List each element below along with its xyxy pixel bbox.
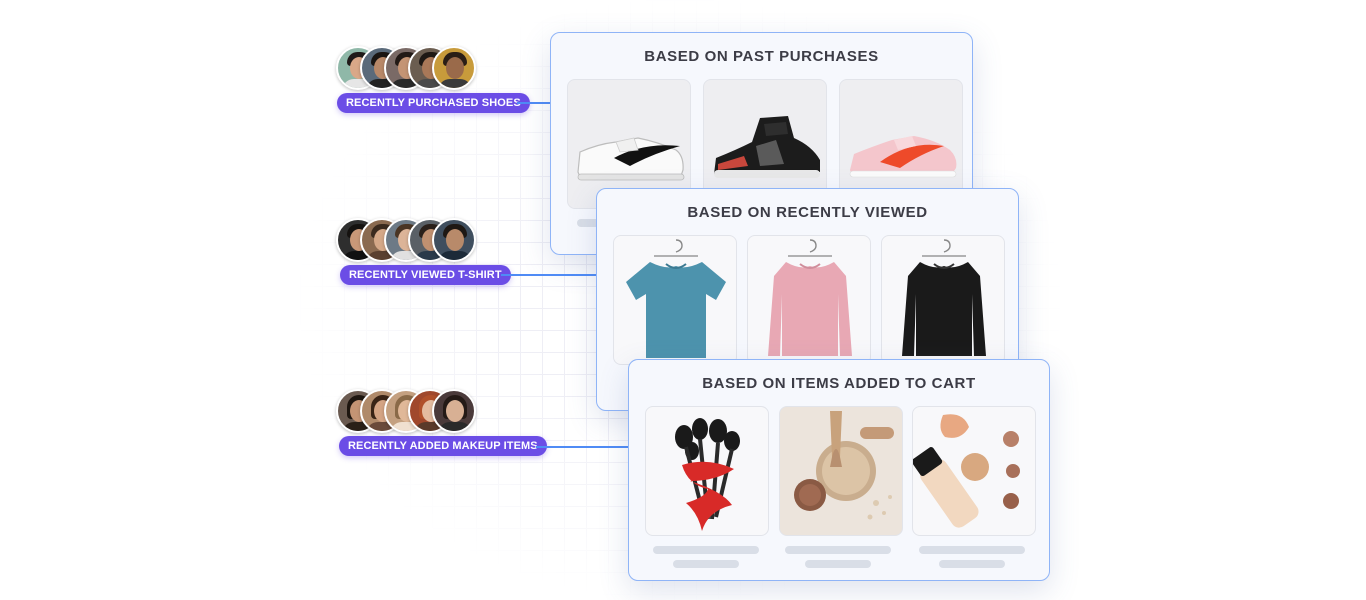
product-tile-pink-sweatshirt[interactable] [747,235,871,365]
product-tile-blue-t-shirt[interactable] [613,235,737,365]
card-title: BASED ON RECENTLY VIEWED [687,204,928,221]
connector-line [501,274,597,276]
recommendation-card-added-to-cart: BASED ON ITEMS ADDED TO CART [628,359,1050,581]
segment-label-pill: RECENTLY VIEWED T-SHIRT [340,265,511,285]
product-tile-black-sweatshirt[interactable] [881,235,1005,365]
product-tile-white-sneaker[interactable] [567,79,691,209]
card-title: BASED ON ITEMS ADDED TO CART [702,375,976,392]
placeholder-bar [673,560,739,568]
product-tile-face-powder[interactable] [779,406,903,536]
avatar [432,218,476,262]
placeholder-bar [939,560,1005,568]
avatar-group-shoes [336,46,476,90]
card-title: BASED ON PAST PURCHASES [644,48,879,65]
product-tile-makeup-brushes[interactable] [645,406,769,536]
white-sneaker-icon [577,137,685,181]
connector-line [517,102,551,104]
black-sneaker-icon [714,116,820,178]
segment-label-pill: RECENTLY PURCHASED SHOES [337,93,530,113]
placeholder-bar [785,546,891,554]
avatar [432,46,476,90]
product-tile-pink-running-shoe[interactable] [839,79,963,209]
pink-shoe-icon [849,136,957,178]
black-sweatshirt-icon [902,239,986,356]
blue-t-shirt-icon [626,239,726,358]
avatar-group-tshirt [336,218,476,262]
placeholder-bar [653,546,759,554]
placeholder-bar [805,560,871,568]
avatar-group-makeup [336,389,476,433]
makeup-brushes-icon [675,418,740,531]
placeholder-bar [919,546,1025,554]
connector-line [536,446,629,448]
pink-sweatshirt-icon [768,239,852,356]
face-powder-icon [794,411,894,520]
avatar [432,389,476,433]
segment-label-pill: RECENTLY ADDED MAKEUP ITEMS [339,436,547,456]
foundation-bottle-icon [913,414,1020,528]
product-tile-foundation-bottle[interactable] [912,406,1036,536]
